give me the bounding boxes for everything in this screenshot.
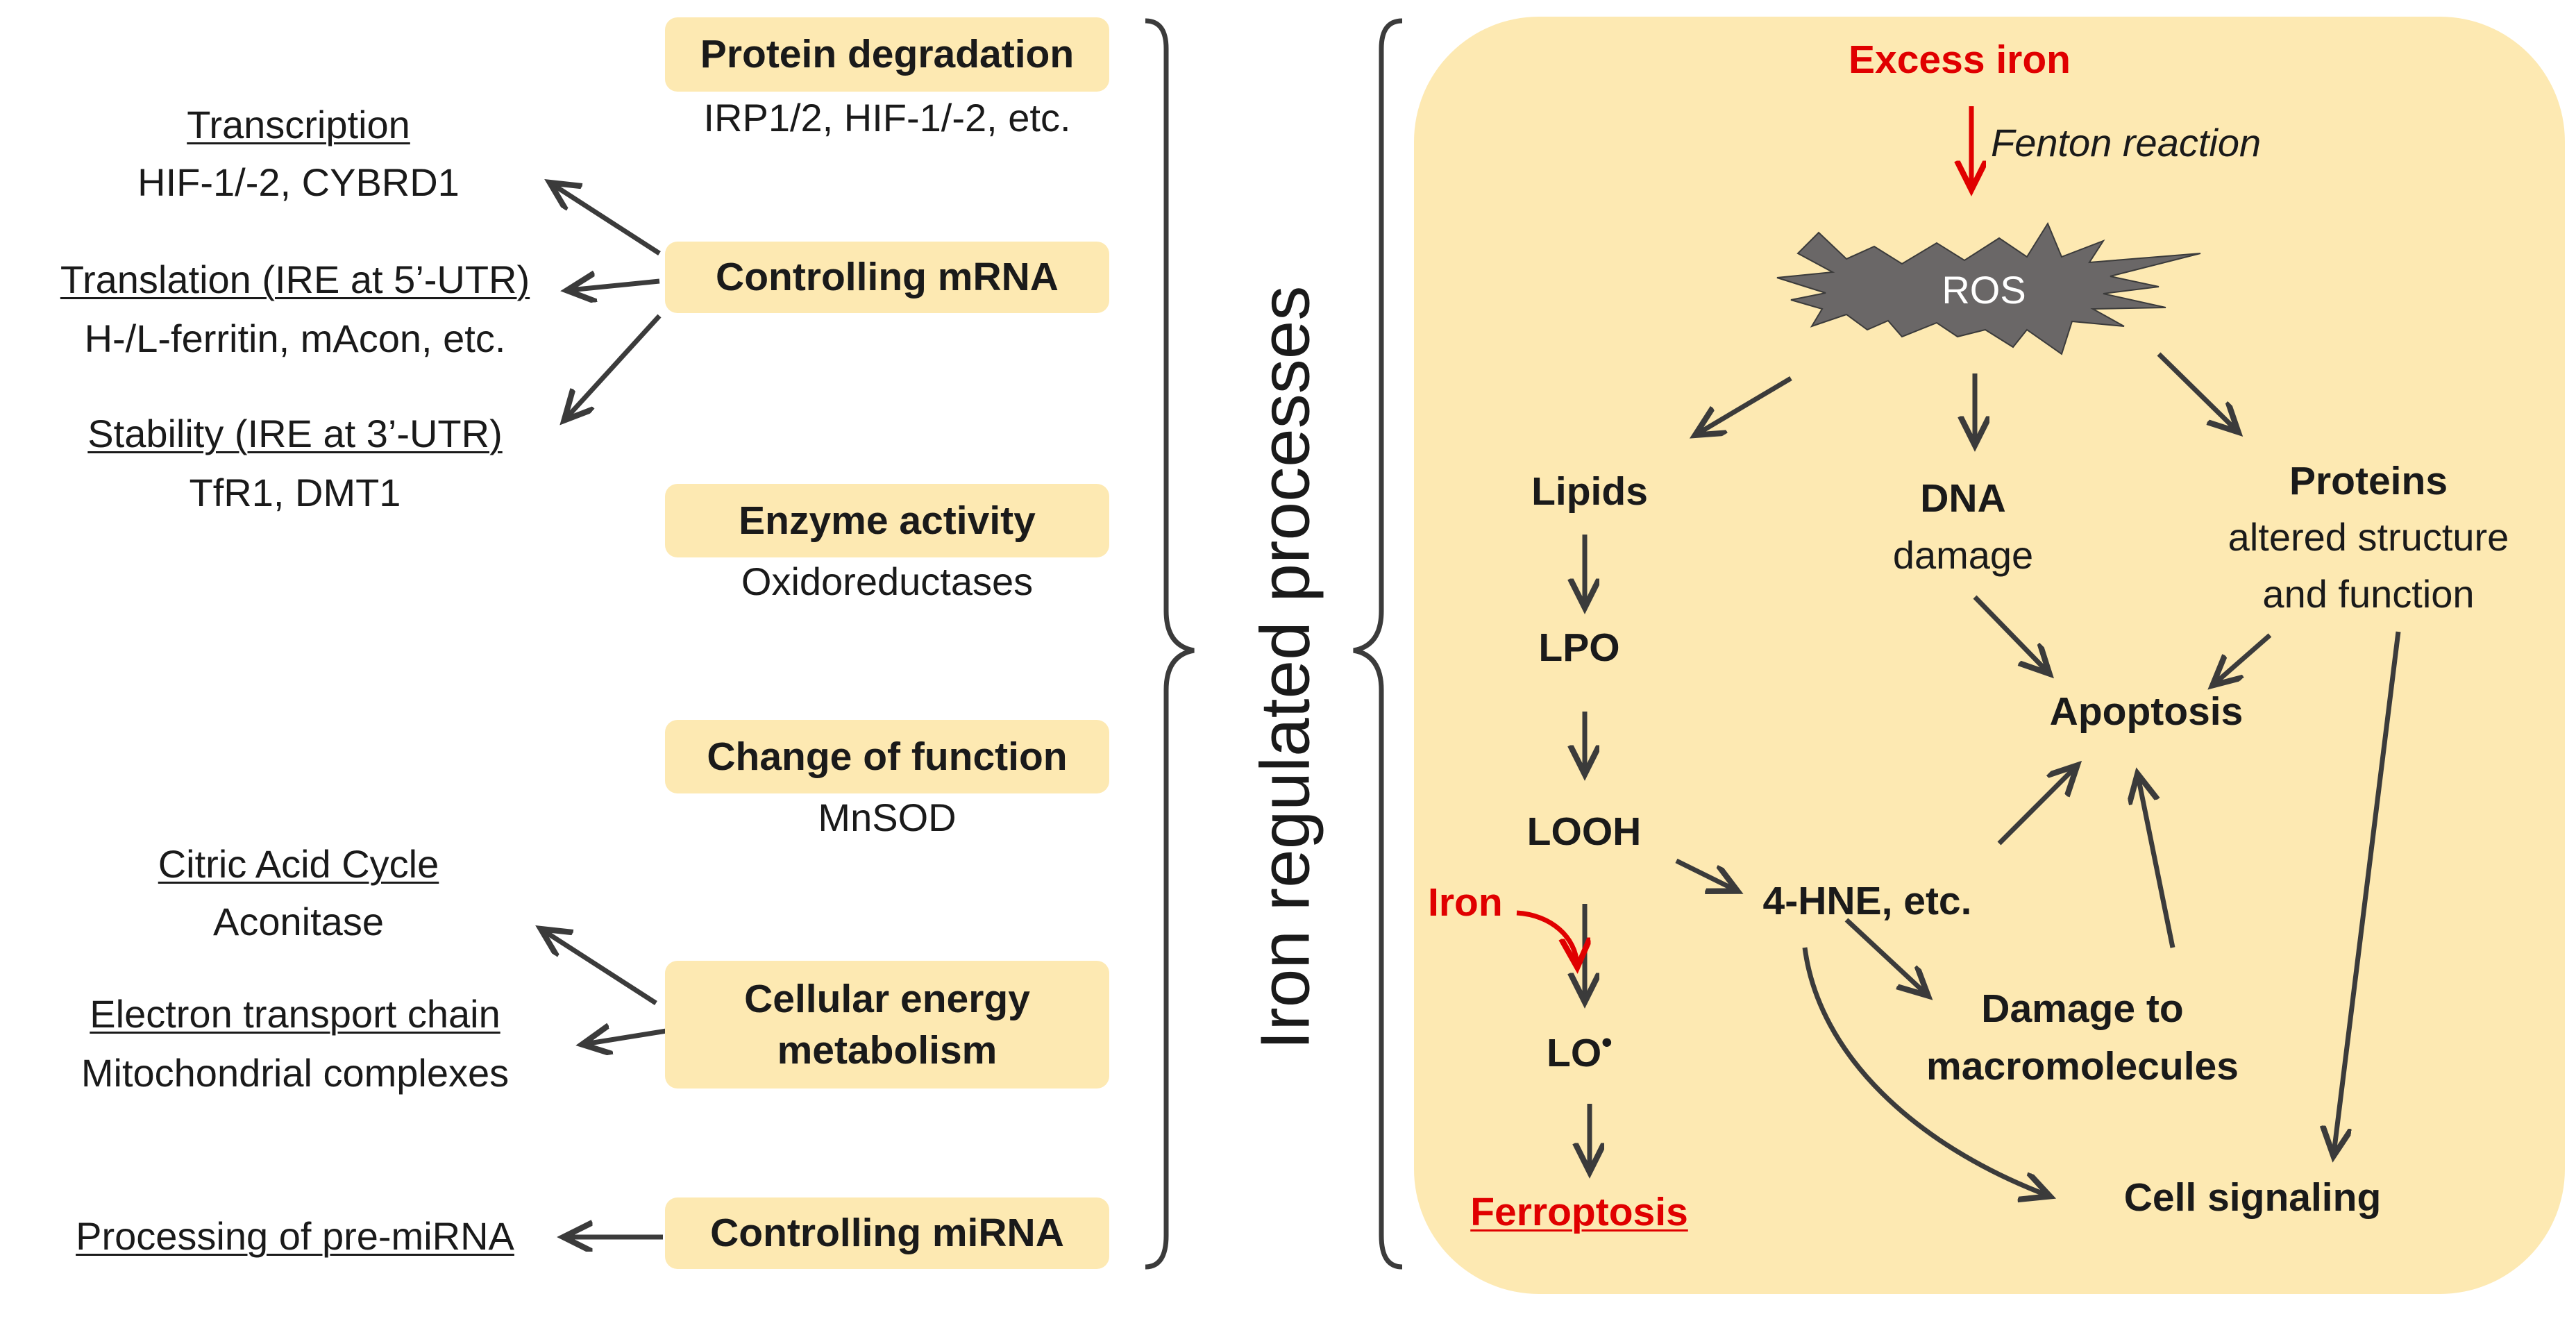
left-brace <box>1145 18 1195 1270</box>
arrow-hne-apoptosis <box>1997 767 2076 846</box>
box-change-of-function-label: Change of function <box>707 734 1068 779</box>
protein-degradation-subtext: IRP1/2, HIF-1/-2, etc. <box>703 96 1071 140</box>
arrow-iron-lo <box>1516 910 1577 965</box>
arrow-to-etc <box>584 1031 667 1044</box>
ros-label: ROS <box>1942 268 2026 312</box>
transcription-title: Transcription <box>187 103 410 146</box>
proteins-sub-label-2: and function <box>2262 572 2475 616</box>
arrow-looh-hne <box>1675 858 1735 890</box>
hne-label: 4-HNE, etc. <box>1762 879 1972 923</box>
arrow-proteins-signaling <box>2334 631 2401 1154</box>
lipids-label: Lipids <box>1531 469 1648 514</box>
box-controlling-mirna: Controlling miRNA <box>665 1197 1109 1269</box>
arrow-damage-apoptosis <box>2138 776 2175 948</box>
stability-title: Stability (IRE at 3’-UTR) <box>87 412 503 455</box>
etc-items: Mitochondrial complexes <box>81 1051 510 1095</box>
box-enzyme-activity: Enzyme activity <box>665 484 1109 557</box>
lo-label: LO• <box>1547 1027 1613 1073</box>
enzyme-activity-subtext: Oxidoreductases <box>741 560 1034 603</box>
translation-title: Translation (IRE at 5’-UTR) <box>60 258 530 301</box>
lo-text: LO <box>1547 1031 1602 1075</box>
arrow-to-stability <box>566 314 662 419</box>
excess-iron-label: Excess iron <box>1848 37 2071 82</box>
box-controlling-mrna: Controlling mRNA <box>665 242 1109 313</box>
box-protein-degradation: Protein degradation <box>665 17 1109 92</box>
lo-radical-dot: • <box>1601 1025 1613 1059</box>
ros-panel <box>1414 17 2565 1294</box>
box-cellular-energy-label-2: metabolism <box>777 1028 997 1073</box>
damage-label-1: Damage to <box>1981 986 2184 1031</box>
box-cellular-energy: Cellular energy metabolism <box>665 961 1109 1089</box>
etc-title: Electron transport chain <box>90 992 500 1036</box>
arrow-ros-lipids <box>1697 376 1792 434</box>
cell-signaling-label: Cell signaling <box>2123 1175 2382 1220</box>
stability-items: TfR1, DMT1 <box>189 471 401 514</box>
change-of-function-subtext: MnSOD <box>818 796 957 839</box>
arrow-proteins-apoptosis <box>2214 633 2272 684</box>
ferroptosis-label: Ferroptosis <box>1470 1190 1688 1234</box>
transcription-items: HIF-1/-2, CYBRD1 <box>137 160 460 204</box>
arrow-to-citric <box>543 930 657 1005</box>
box-controlling-mrna-label: Controlling mRNA <box>716 255 1059 300</box>
dna-label: DNA <box>1920 476 2006 521</box>
box-cellular-energy-label-1: Cellular energy <box>744 976 1030 1021</box>
dna-sub-label: damage <box>1892 533 2034 577</box>
lpo-label: LPO <box>1538 625 1620 670</box>
proteins-label: Proteins <box>2289 459 2448 503</box>
arrow-to-transcription <box>552 184 661 255</box>
citric-items: Aconitase <box>213 900 384 943</box>
translation-items: H-/L-ferritin, mAcon, etc. <box>84 317 506 360</box>
right-brace <box>1353 18 1403 1270</box>
arrow-hne-signaling <box>1802 947 2048 1195</box>
ros-starburst <box>1776 221 2201 355</box>
fenton-label: Fenton reaction <box>1991 121 2262 165</box>
damage-label-2: macromolecules <box>1926 1044 2239 1089</box>
arrow-hne-damage <box>1844 918 1926 994</box>
looh-label: LOOH <box>1526 809 1642 854</box>
arrow-ros-proteins <box>2157 352 2237 430</box>
box-change-of-function: Change of function <box>665 720 1109 793</box>
box-controlling-mirna-label: Controlling miRNA <box>710 1211 1064 1256</box>
arrow-to-translation <box>569 281 660 290</box>
vertical-title: Iron regulated processes <box>1246 285 1324 1050</box>
arrow-dna-apoptosis <box>1973 595 2048 672</box>
proteins-sub-label-1: altered structure <box>2228 515 2509 559</box>
box-protein-degradation-label: Protein degradation <box>700 32 1075 77</box>
box-enzyme-activity-label: Enzyme activity <box>739 498 1036 543</box>
citric-title: Citric Acid Cycle <box>158 842 439 886</box>
iron-label: Iron <box>1428 880 1503 925</box>
mirna-title: Processing of pre-miRNA <box>76 1214 514 1258</box>
apoptosis-label: Apoptosis <box>2049 689 2244 734</box>
